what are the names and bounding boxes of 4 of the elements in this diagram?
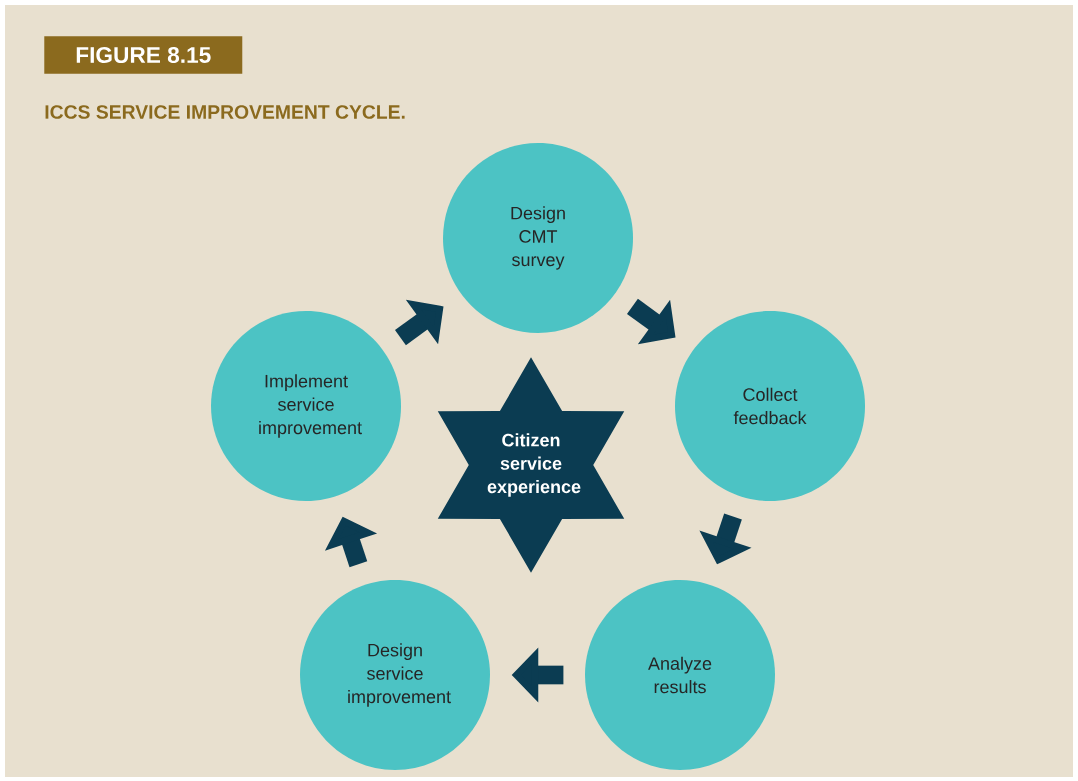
figure-number-tag: FIGURE 8.15 bbox=[44, 36, 243, 74]
hexagram-star: Citizen service experience bbox=[437, 357, 625, 573]
figure-title: ICCS SERVICE IMPROVEMENT CYCLE. bbox=[45, 105, 405, 119]
block-arrow bbox=[394, 299, 444, 346]
